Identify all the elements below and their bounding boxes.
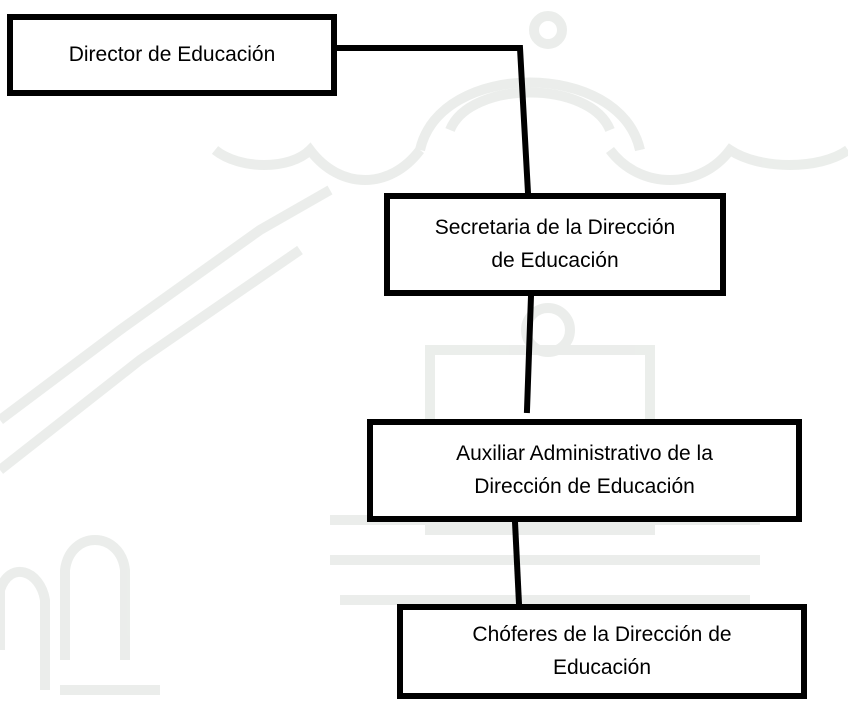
node-auxiliar-administrativo: Auxiliar Administrativo de la Dirección … — [367, 419, 802, 522]
connector-secretaria-auxiliar — [523, 292, 535, 414]
node-director-de-educacion: Director de Educación — [7, 14, 337, 96]
connector-lines — [334, 45, 535, 608]
node-secretaria: Secretaria de la Dirección de Educación — [384, 193, 726, 296]
background-watermark — [0, 11, 848, 695]
node-label: Secretaria de la Dirección de Educación — [434, 215, 676, 272]
node-label: Auxiliar Administrativo de la Dirección … — [456, 441, 713, 498]
node-label: Chóferes de la Dirección de Educación — [472, 622, 732, 679]
node-choferes: Chóferes de la Dirección de Educación — [397, 604, 807, 699]
connector-auxiliar-choferes — [511, 518, 523, 608]
node-label: Director de Educación — [68, 42, 276, 66]
connector-director-secretaria — [334, 45, 532, 197]
